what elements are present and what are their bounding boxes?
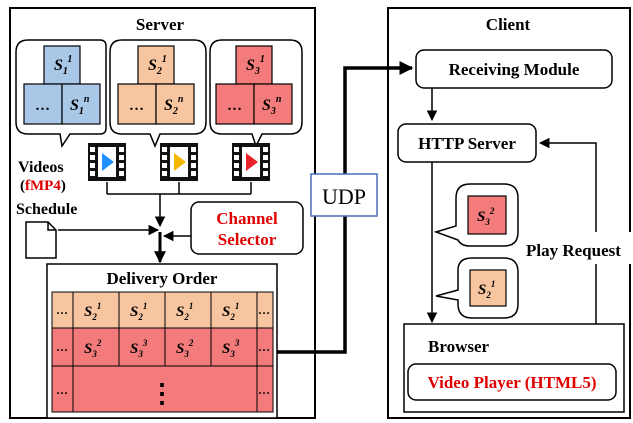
segment-bubble-3: S31 … S3n [209,39,303,148]
client-segment-s2-1-label: S21 [478,279,495,300]
play-request-label: Play Request [526,241,621,260]
delivery-row-3-edge-right [256,365,274,413]
delivery-row-1-label-3: S21 [176,301,193,322]
play-icon-yellow [174,153,186,171]
fmp4-label: (fMP4) [20,178,66,194]
video-file-icon-2 [160,143,198,181]
segment-3-top [235,45,273,85]
receiving-module-label: Receiving Module [449,60,580,79]
delivery-row-3-ellipsis-left: … [56,383,68,397]
segment-1-right [61,83,101,125]
delivery-row-2-label-2: S33 [130,338,148,359]
delivery-row-3-vertical-ellipsis: ⋮ [149,379,175,408]
udp-label-box [310,173,378,217]
channel-selector-label-line1: Channel [216,209,278,228]
client-panel [387,7,631,419]
delivery-row-1-label-4: S21 [222,301,239,322]
delivery-row-3: … … ⋮ [51,365,274,413]
segment-bubble-client-1: S32 [433,183,519,247]
client-segment-s3-2-label: S32 [477,206,495,227]
delivery-row-2-cell-4 [210,327,258,367]
delivery-row-1-ellipsis-left: … [56,303,68,317]
schedule-label: Schedule [16,201,77,218]
delivery-row-3-ellipsis-right: … [258,383,270,397]
segment-2-ellipsis: … [129,98,144,114]
video-file-icon-3 [232,143,270,181]
play-request-label-bg [522,232,633,264]
segment-3-ellipsis: … [227,98,242,114]
segment-2-first-label: S21 [148,54,167,77]
play-icon-red [246,153,258,171]
http-server-box [397,123,537,163]
delivery-row-1-cell-4 [210,291,258,329]
delivery-row-2: … … S32 S33 S32 S33 [51,327,274,367]
segment-1-ellipsis: … [35,98,50,114]
delivery-row-2-label-1: S32 [84,338,102,359]
segment-bubble-1: S11 … S1n [15,39,107,148]
browser-label: Browser [428,337,490,356]
segment-1-first-label: S11 [54,54,72,77]
segment-2-last-label: S2n [164,94,184,117]
udp-label: UDP [322,184,366,209]
videos-label: Videos [18,159,64,176]
delivery-row-1-label-1: S21 [84,301,101,322]
video-player-label: Video Player (HTML5) [427,373,596,392]
channel-selector-box [190,201,304,255]
segment-1-last-label: S1n [70,94,90,117]
segment-2-right [155,83,195,125]
segment-2-left [117,83,157,125]
delivery-row-2-ellipsis-left: … [56,340,68,354]
delivery-row-2-label-4: S33 [222,338,240,359]
delivery-row-1-cell-1 [72,291,120,329]
client-segment-s2-1 [469,269,507,307]
delivery-row-1-cell-2 [118,291,166,329]
delivery-row-1: … … S21 S21 S21 S21 [51,291,274,329]
client-segment-s3-2 [467,195,507,235]
segment-bubble-2: S21 … S2n [109,39,207,148]
server-title: Server [136,15,185,34]
delivery-row-2-ellipsis-right: … [258,340,270,354]
client-title: Client [486,15,531,34]
delivery-row-2-label-3: S32 [176,338,194,359]
delivery-row-1-ellipsis-right: … [258,303,270,317]
segment-3-right [253,83,293,125]
video-file-icon-1 [88,143,126,181]
segment-3-first-label: S31 [246,54,265,77]
channel-selector-label-line2: Selector [218,230,277,249]
delivery-row-1-cell-3 [164,291,212,329]
http-server-label: HTTP Server [418,134,516,153]
delivery-row-2-cell-1 [72,327,120,367]
play-icon-blue [102,153,114,171]
schedule-document-icon [25,221,57,259]
delivery-row-1-label-2: S21 [130,301,147,322]
segment-2-top [137,45,175,85]
delivery-order-title: Delivery Order [107,269,218,288]
segment-3-last-label: S3n [262,94,282,117]
segment-bubble-client-2: S21 [435,257,519,319]
video-player-box[interactable] [407,363,617,401]
receiving-module-box [415,49,613,89]
segment-1-left [23,83,63,125]
